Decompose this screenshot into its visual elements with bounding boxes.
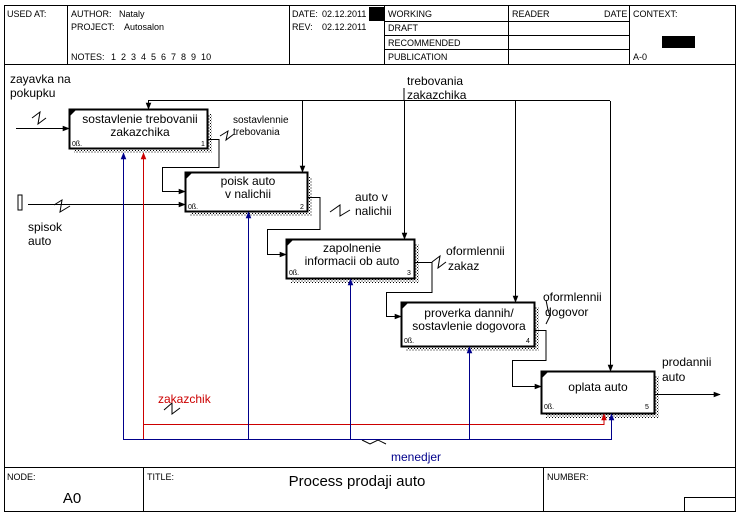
author-label: AUTHOR: (71, 9, 112, 19)
project-label: PROJECT: (71, 22, 115, 32)
rev-value: 02.12.2011 (322, 22, 366, 32)
diagram-title: Process prodaji auto (289, 473, 426, 490)
label-auto-v-nalichii-line1: auto v (355, 190, 388, 204)
label-auto-v-nalichii-line2: nalichii (355, 204, 392, 218)
number-label: NUMBER: (547, 472, 589, 482)
box-3-number: 3 (407, 270, 411, 277)
activity-box-2[interactable]: poisk auto v nalichii 0ß. 2 (184, 171, 313, 217)
context-thumbnail (662, 36, 695, 48)
box-1-title-line1: sostavlenie trebovanii (82, 112, 197, 126)
box-1-number: 1 (201, 141, 205, 148)
label-oformlennii-dogovor-line1: oformlennii (543, 290, 602, 304)
node-label: NODE: (7, 472, 36, 482)
box-5-title: oplata auto (568, 380, 628, 394)
project-value: Autosalon (124, 22, 164, 32)
box-3-title-line2: informacii ob auto (305, 254, 400, 268)
box-3-ref: 0ß. (289, 270, 299, 277)
reader-date-label: DATE (604, 9, 627, 19)
arrows-black (16, 88, 721, 398)
arrows-menedjer (120, 152, 615, 440)
title-label: TITLE: (147, 472, 174, 482)
label-trebovania-line2: zakazchika (407, 88, 467, 102)
label-prodannii-line2: auto (662, 370, 686, 384)
arrow-sostavlennie-trebovania[interactable] (162, 139, 220, 195)
box-5-number: 5 (645, 404, 649, 411)
activity-box-1[interactable]: sostavlenie trebovanii zakazchika 0ß. 1 (68, 108, 213, 154)
status-draft: DRAFT (388, 23, 418, 33)
box-4-number: 4 (526, 338, 530, 345)
box-4-title-line1: proverka dannih/ (424, 306, 514, 320)
arrow-oformlennii-zakaz[interactable] (386, 262, 433, 320)
label-sostavlennie-line2: trebovania (233, 127, 280, 138)
box-4-title-line2: sostavlenie dogovora (412, 319, 526, 333)
box-3-title-line1: zapolnenie (323, 241, 381, 255)
label-oformlennii-dogovor-line2: dogovor (545, 305, 588, 319)
box-2-number: 2 (300, 204, 304, 211)
author-value: Nataly (119, 9, 145, 19)
reader-label: READER (512, 9, 550, 19)
context-label: CONTEXT: (633, 9, 678, 19)
label-spisok-line2: auto (28, 234, 52, 248)
box-1-title-line2: zakazchika (110, 125, 170, 139)
activity-box-4[interactable]: proverka dannih/ sostavlenie dogovora 0ß… (400, 301, 540, 352)
label-trebovania-line1: trebovania (407, 74, 463, 88)
working-status-marker (369, 7, 384, 21)
box-5-ref: 0ß. (544, 404, 554, 411)
box-4-ref: 0ß. (404, 338, 414, 345)
arrow-oformlennii-dogovor[interactable] (512, 330, 547, 390)
label-sostavlennie-line1: sostavlennie (233, 115, 289, 126)
rev-label: REV: (292, 22, 313, 32)
squiggles (17, 110, 551, 445)
label-prodannii-line1: prodannii (662, 355, 711, 369)
status-publication: PUBLICATION (388, 52, 447, 62)
node-value: A0 (63, 490, 81, 507)
box-2-title-line2: v nalichii (225, 187, 271, 201)
activity-box-5[interactable]: oplata auto 0ß. 5 (540, 370, 660, 419)
label-zakazchik: zakazchik (158, 392, 212, 406)
label-spisok-line1: spisok (28, 220, 63, 234)
status-recommended: RECOMMENDED (388, 38, 461, 48)
label-menedjer: menedjer (391, 450, 441, 464)
label-oformlennii-zakaz-line1: oformlennii (446, 244, 505, 258)
arrow-auto-v-nalichii[interactable] (267, 197, 321, 258)
label-zayavka-line2: pokupku (10, 86, 55, 100)
header-grid (67, 5, 630, 64)
notes-numbers: 1 2 3 4 5 6 7 8 9 10 (111, 52, 211, 62)
used-at-label: USED AT: (7, 9, 46, 19)
notes-label: NOTES: (71, 52, 105, 62)
box-1-ref: 0ß. (72, 141, 82, 148)
label-zayavka-line1: zayavka na (10, 72, 71, 86)
date-label: DATE: (292, 9, 318, 19)
footer-grid (143, 468, 736, 511)
box-2-title-line1: poisk auto (221, 174, 276, 188)
label-oformlennii-zakaz-line2: zakaz (448, 259, 479, 273)
arrow-zakazchik-box5[interactable] (597, 413, 607, 425)
sheet-frame (4, 5, 736, 512)
status-working: WORKING (388, 9, 432, 19)
box-2-ref: 0ß. (188, 204, 198, 211)
context-node: A-0 (633, 52, 647, 62)
date-value: 02.12.2011 (322, 9, 366, 19)
activity-box-3[interactable]: zapolnenie informacii ob auto 0ß. 3 (285, 238, 420, 284)
